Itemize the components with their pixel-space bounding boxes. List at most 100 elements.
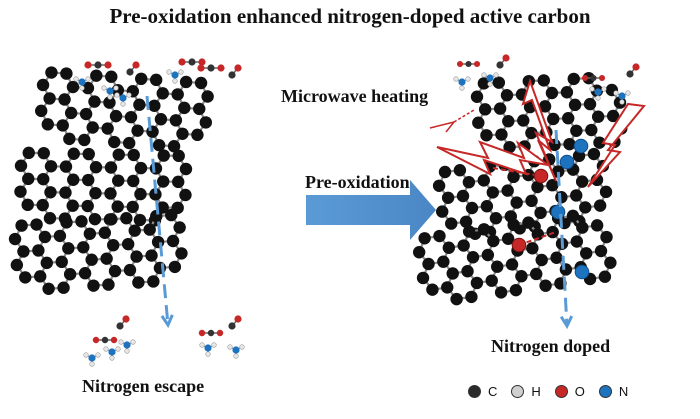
nitrogen-migration-arrow-head — [559, 315, 574, 330]
carbon-atom — [585, 123, 598, 137]
carbon-atom — [121, 237, 135, 251]
carbon-atom — [30, 218, 43, 231]
carbon-atom — [32, 244, 45, 257]
hydrogen-atom — [453, 76, 459, 82]
nitrogen-atom — [559, 154, 575, 170]
carbon-atom — [127, 148, 140, 162]
carbon-atom — [188, 58, 196, 66]
carbon-atom — [436, 205, 449, 218]
legend-item-nitrogen: N — [598, 384, 628, 399]
carbon-atom — [599, 185, 613, 199]
carbon-atom — [105, 213, 118, 226]
oxygen-atom — [217, 64, 225, 72]
legend-item-carbon: C — [468, 384, 497, 399]
carbon-atom — [157, 149, 170, 162]
carbon-atom — [531, 228, 545, 241]
oxygen-swatch — [554, 384, 568, 398]
oxygen-atom — [104, 61, 112, 69]
oxygen-atom — [84, 61, 92, 69]
carbon-atom — [42, 282, 55, 295]
carbon-atom — [531, 180, 544, 194]
carbon-atom — [538, 100, 552, 113]
carbon-atom — [145, 249, 158, 262]
carbon-swatch — [468, 384, 481, 398]
hydrogen-atom — [613, 90, 619, 96]
carbon-atom — [450, 292, 463, 306]
oxygen-atom — [502, 54, 510, 62]
carbon-atom — [78, 133, 91, 147]
carbon-atom — [552, 165, 565, 178]
carbon-atom — [156, 201, 169, 214]
carbon-atom — [103, 96, 116, 109]
carbon-atom — [416, 271, 430, 285]
carbon-atom — [94, 61, 102, 69]
hydrogen-atom — [233, 353, 239, 359]
carbon-atom — [149, 188, 162, 201]
carbon-atom — [21, 198, 34, 212]
carbon-atom — [426, 283, 439, 296]
hydrogen-atom — [73, 76, 79, 82]
carbon-atom — [441, 191, 455, 204]
carbon-atom — [176, 127, 189, 140]
nitrogen-atom — [88, 354, 96, 362]
carbon-atom — [502, 114, 515, 128]
hydrogen-atom — [199, 342, 205, 348]
carbon-atom — [149, 162, 163, 175]
nitrogen-swatch — [598, 384, 612, 398]
carbon-atom — [147, 275, 160, 288]
legend-item-hydrogen: H — [511, 384, 541, 399]
carbon-atom — [590, 74, 597, 82]
carbon-atom — [34, 270, 47, 283]
hydrogen-atom — [118, 339, 124, 345]
carbon-atom — [88, 95, 101, 108]
oxygen-atom — [197, 64, 205, 72]
carbon-atom — [579, 201, 592, 214]
hydrogen-atom — [465, 76, 471, 82]
lightning-bolt-2 — [521, 77, 557, 182]
carbon-atom — [169, 114, 183, 127]
carbon-atom — [445, 217, 458, 230]
carbon-atom — [88, 212, 102, 226]
carbon-atom — [228, 71, 236, 79]
carbon-atom — [43, 212, 57, 225]
hydrogen-atom — [114, 92, 120, 98]
carbon-atom — [567, 72, 580, 86]
hydrogen-atom — [178, 69, 184, 75]
oxygen-atom — [122, 315, 130, 323]
carbon-atom — [534, 206, 547, 220]
overlays — [145, 77, 646, 330]
carbon-atom — [165, 208, 178, 222]
carbon-atom — [465, 201, 479, 215]
carbon-atom — [175, 247, 188, 260]
carbon-atom — [525, 126, 538, 140]
carbon-atom — [116, 322, 124, 330]
carbon-atom — [493, 102, 507, 115]
hydrogen-atom — [79, 85, 85, 91]
carbon-atom — [150, 209, 163, 223]
carbon-atom — [78, 267, 92, 280]
carbon-atom — [59, 160, 73, 173]
carbon-atom — [14, 185, 27, 198]
hydrogen-atom — [103, 346, 109, 352]
carbon-atom — [438, 165, 452, 179]
hydrogen-atom — [595, 95, 601, 101]
carbon-atom — [53, 229, 67, 243]
left-carbon-lattice — [8, 66, 214, 295]
carbon-atom — [432, 179, 446, 192]
carbon-atom — [101, 336, 109, 344]
carbon-atom — [60, 67, 73, 80]
oxygen-atom — [533, 168, 549, 184]
carbon-atom — [626, 70, 634, 78]
carbon-atom — [67, 147, 80, 160]
carbon-atom — [587, 147, 601, 161]
carbon-atom — [36, 198, 49, 212]
nitrogen-atom — [108, 348, 116, 356]
gas-molecules — [73, 54, 640, 367]
carbon-atom — [522, 216, 535, 229]
carbon-atom — [446, 267, 459, 280]
carbon-atom — [17, 245, 30, 258]
nitrogen-atom — [123, 341, 131, 349]
hydrogen-atom — [172, 78, 178, 84]
microwave-pointer-head — [429, 120, 456, 133]
